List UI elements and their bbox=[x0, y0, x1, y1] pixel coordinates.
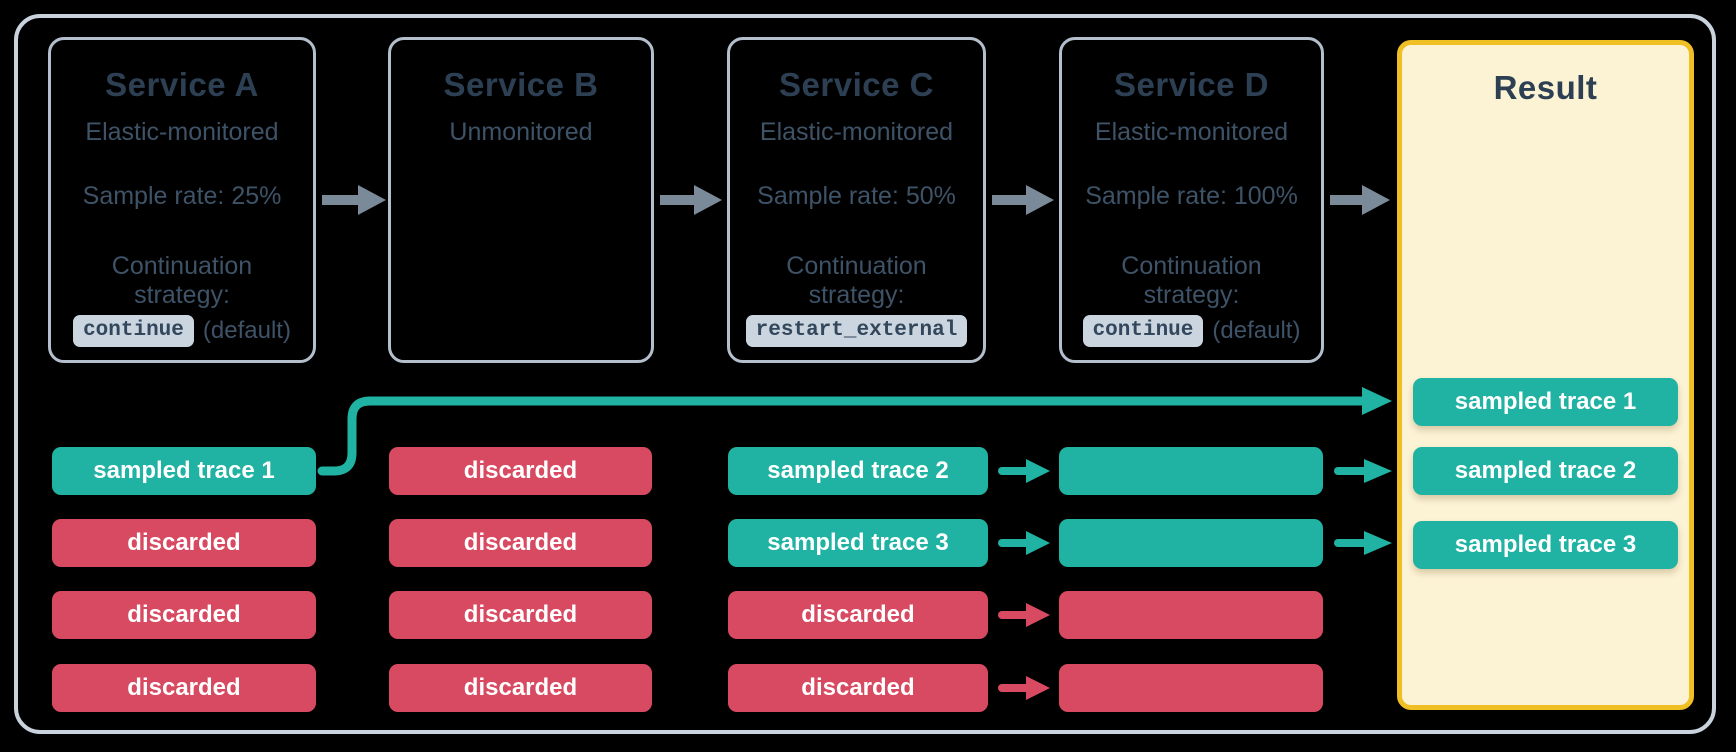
result-trace-row2: sampled trace 2 bbox=[1413, 447, 1678, 495]
trace-a-row1: sampled trace 1 bbox=[52, 447, 316, 495]
service-d-continuation-label: Continuation strategy: bbox=[1121, 252, 1262, 309]
trace-d-row1 bbox=[1059, 447, 1323, 495]
service-a-box: Service A Elastic-monitored Sample rate:… bbox=[48, 37, 316, 363]
trace-b-row3: discarded bbox=[389, 591, 652, 639]
trace-d-row4 bbox=[1059, 664, 1323, 712]
service-d-strategy-row: continue (default) bbox=[1062, 315, 1321, 347]
service-d-strategy-code-badge: continue bbox=[1082, 315, 1204, 347]
service-a-title: Service A bbox=[105, 66, 259, 103]
service-b-subtitle: Unmonitored bbox=[449, 118, 593, 146]
service-d-box: Service D Elastic-monitored Sample rate:… bbox=[1059, 37, 1324, 363]
trace-a-row3: discarded bbox=[52, 591, 316, 639]
service-b-title: Service B bbox=[443, 66, 599, 103]
service-a-strategy-code-badge: continue bbox=[73, 315, 194, 347]
trace-c-row3: discarded bbox=[728, 591, 988, 639]
service-a-strategy-row: continue (default) bbox=[51, 315, 313, 347]
service-c-strategy-code-badge: restart_external bbox=[745, 315, 968, 347]
service-c-sample-rate: Sample rate: 50% bbox=[757, 182, 956, 210]
service-d-strategy-default-note: (default) bbox=[1212, 317, 1301, 344]
service-d-subtitle: Elastic-monitored bbox=[1094, 118, 1289, 146]
service-b-box: Service B Unmonitored bbox=[388, 37, 654, 363]
trace-c-row2: sampled trace 3 bbox=[728, 519, 988, 567]
result-title: Result bbox=[1493, 69, 1598, 106]
result-trace-row3: sampled trace 3 bbox=[1413, 521, 1678, 569]
service-a-continuation-label: Continuation strategy: bbox=[111, 252, 253, 309]
service-c-subtitle: Elastic-monitored bbox=[759, 118, 954, 146]
service-a-subtitle: Elastic-monitored bbox=[85, 118, 279, 146]
trace-a-row2: discarded bbox=[52, 519, 316, 567]
service-d-sample-rate: Sample rate: 100% bbox=[1085, 182, 1298, 210]
service-c-title: Service C bbox=[779, 66, 934, 103]
service-c-continuation-label: Continuation strategy: bbox=[786, 252, 927, 309]
trace-b-row1: discarded bbox=[389, 447, 652, 495]
service-d-title: Service D bbox=[1114, 66, 1269, 103]
trace-d-row3 bbox=[1059, 591, 1323, 639]
trace-b-row4: discarded bbox=[389, 664, 652, 712]
trace-a-row4: discarded bbox=[52, 664, 316, 712]
result-box: Result bbox=[1397, 40, 1694, 710]
trace-d-row2 bbox=[1059, 519, 1323, 567]
service-c-box: Service C Elastic-monitored Sample rate:… bbox=[727, 37, 986, 363]
result-trace-row1: sampled trace 1 bbox=[1413, 378, 1678, 426]
trace-b-row2: discarded bbox=[389, 519, 652, 567]
service-a-strategy-default-note: (default) bbox=[202, 317, 291, 344]
service-c-strategy-row: restart_external bbox=[730, 315, 983, 347]
diagram-outer-frame bbox=[14, 14, 1716, 734]
trace-c-row4: discarded bbox=[728, 664, 988, 712]
service-a-sample-rate: Sample rate: 25% bbox=[82, 182, 282, 210]
trace-c-row1: sampled trace 2 bbox=[728, 447, 988, 495]
